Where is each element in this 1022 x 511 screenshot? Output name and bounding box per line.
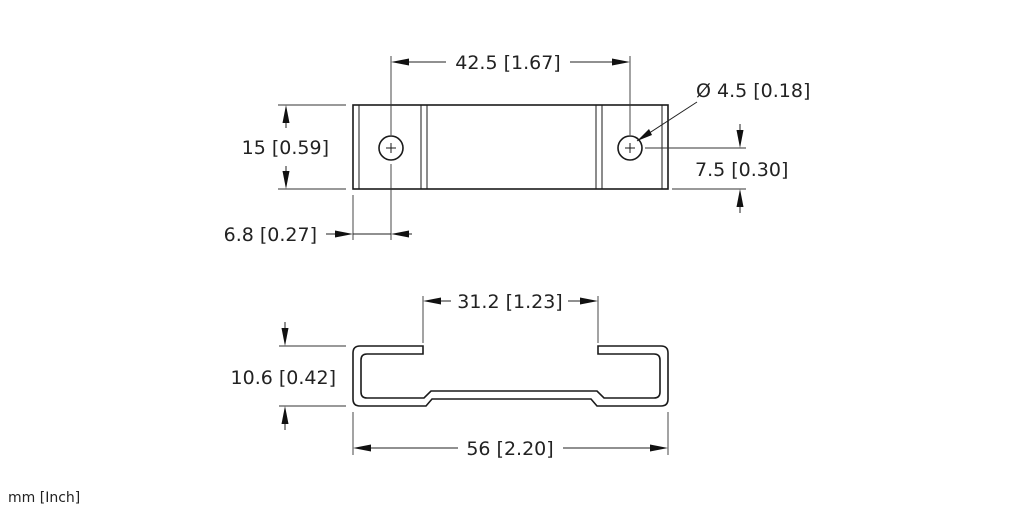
hole-diameter-label: Ø 4.5 [0.18] [696, 80, 810, 102]
side-view [352, 345, 669, 407]
top-view [352, 104, 669, 190]
hole-center-height-label: 7.5 [0.30] [695, 159, 788, 181]
dim-hole-diameter: Ø 4.5 [0.18] [636, 80, 810, 142]
dim-top-height: 15 [0.59] [242, 104, 346, 190]
overall-length-label: 56 [2.20] [466, 438, 553, 460]
dim-opening-width: 31.2 [1.23] [422, 291, 599, 343]
dim-edge-to-hole: 6.8 [0.27] [224, 164, 412, 246]
edge-to-hole-label: 6.8 [0.27] [224, 224, 317, 246]
dim-hole-center-height: 7.5 [0.30] [645, 124, 788, 213]
dim-hole-spacing: 42.5 [1.67] [390, 52, 631, 135]
side-height-label: 10.6 [0.42] [231, 367, 336, 389]
bracket-profile [352, 345, 669, 407]
hole-spacing-label: 42.5 [1.67] [455, 52, 560, 74]
bracket-outline [352, 104, 669, 190]
mounting-hole-left [378, 135, 404, 161]
top-height-label: 15 [0.59] [242, 137, 329, 159]
opening-width-label: 31.2 [1.23] [457, 291, 562, 313]
dim-side-height: 10.6 [0.42] [231, 322, 346, 430]
dim-overall-length: 56 [2.20] [352, 412, 669, 460]
mounting-hole-right [617, 135, 643, 161]
units-note: mm [Inch] [8, 490, 80, 506]
